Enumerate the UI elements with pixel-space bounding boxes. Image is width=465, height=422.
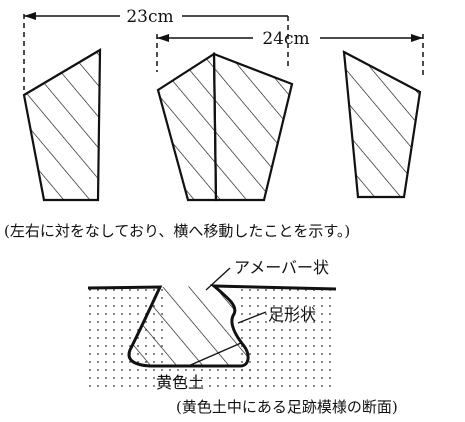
foot-leader — [237, 311, 267, 324]
footprint-right — [342, 50, 422, 199]
soil-dots-right — [236, 289, 336, 393]
soil-cross-section — [87, 284, 337, 393]
dim-24-label: 24cm — [262, 29, 309, 49]
label-amoeba: アメーバー状 — [234, 258, 329, 277]
dim-23-label: 23cm — [126, 7, 173, 27]
footprint-center-pair — [156, 52, 294, 202]
dimension-23cm: 23cm — [23, 7, 289, 90]
label-soil: 黄色土 — [156, 373, 204, 392]
top-caption: (左右に対をなしており、横へ移動したことを示す。) — [4, 222, 350, 240]
soil-leader — [185, 342, 242, 368]
bottom-caption: (黄色土中にある足跡模様の断面) — [176, 398, 398, 416]
footprint-left — [22, 48, 102, 202]
amoeba-leader — [205, 267, 231, 291]
label-foot: 足形状 — [268, 305, 316, 324]
dimension-24cm: 24cm — [156, 29, 424, 78]
